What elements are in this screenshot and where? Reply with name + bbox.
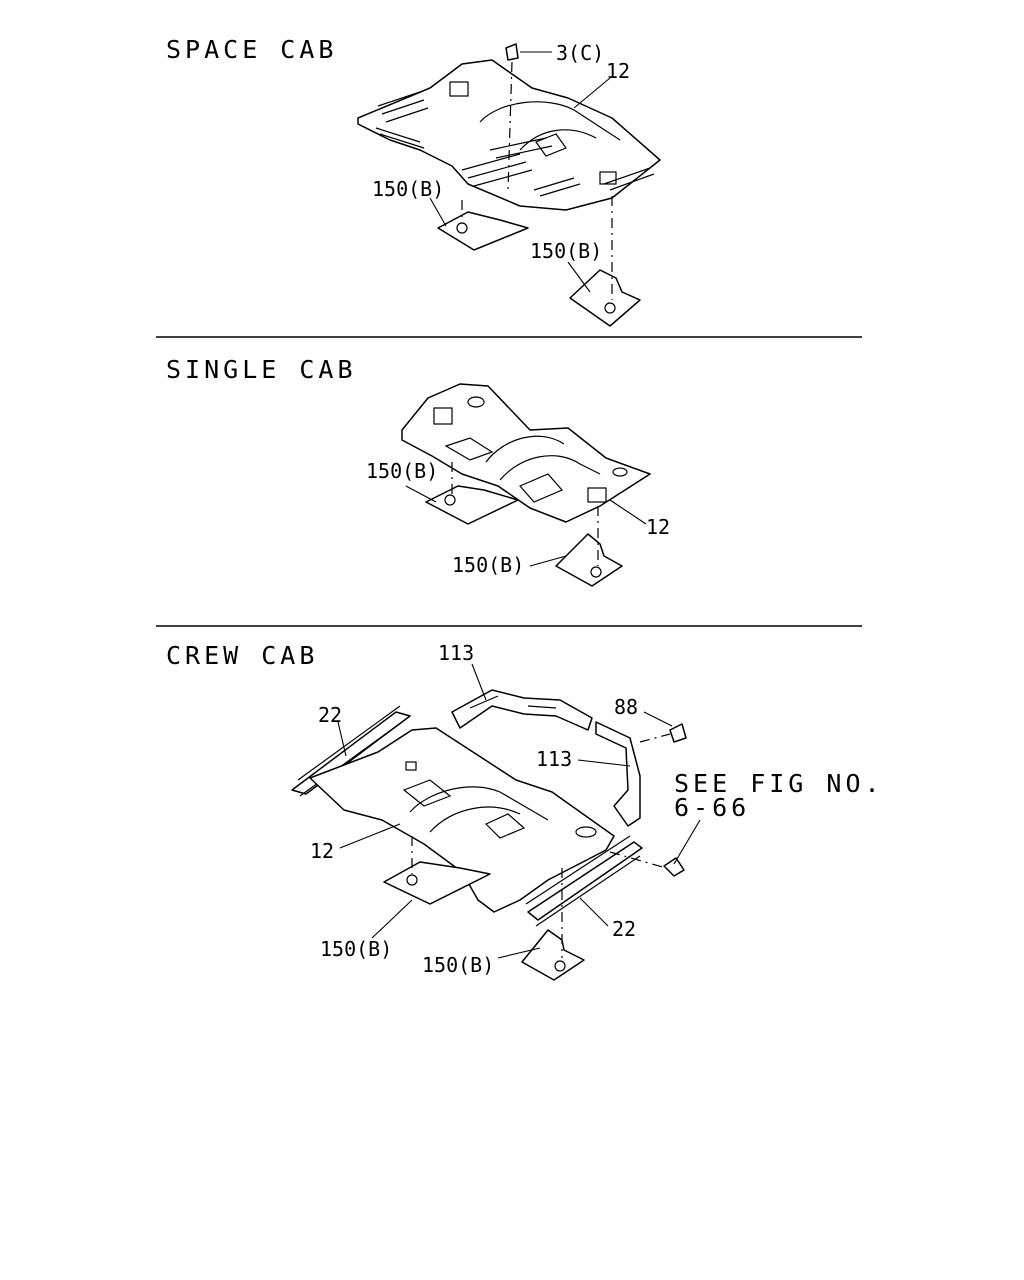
leader-line [405, 485, 437, 503]
callout-sill-left: 22 [318, 703, 342, 727]
section-space-cab: SPACE CAB 3(C) 12 150(B) 150(B) [166, 35, 661, 327]
leader-line [579, 897, 609, 927]
floor-ribs-center [461, 137, 553, 187]
callout-bolt: 88 [614, 695, 638, 719]
floor-hole [587, 487, 607, 503]
floor-tunnel [485, 435, 601, 481]
leader-line [337, 721, 347, 757]
insulator-hole [406, 874, 418, 886]
callout-insulator: 150(B) [422, 953, 494, 977]
leader-line [567, 261, 591, 293]
insulator-pad [437, 211, 529, 251]
floor-bracket-upper [451, 689, 593, 731]
floor-tunnel [479, 101, 621, 151]
callout-insulator: 150(B) [530, 239, 602, 263]
insulator-hole [444, 494, 456, 506]
callout-insulator: 150(B) [372, 177, 444, 201]
leader-line [573, 77, 611, 109]
leader-line [529, 555, 567, 567]
section-title-single-cab: SINGLE CAB [166, 355, 357, 384]
leader-line [609, 499, 647, 525]
floor-hole [612, 467, 628, 477]
leader-line [497, 947, 541, 959]
insulator-hole [456, 222, 468, 234]
callout-bracket-lower: 113 [536, 747, 572, 771]
floor-bracket [484, 813, 526, 839]
callout-floor-panel: 12 [606, 59, 630, 83]
install-line [609, 851, 667, 869]
floor-bracket [402, 779, 452, 807]
floor-tunnel [409, 786, 549, 833]
section-title-crew-cab: CREW CAB [166, 641, 318, 670]
section-title-space-cab: SPACE CAB [166, 35, 337, 64]
callout-floor-panel: 12 [310, 839, 334, 863]
floor-hole [433, 407, 453, 425]
sill-edge [525, 835, 641, 927]
floor-bracket [444, 437, 563, 503]
callout-bracket-upper: 113 [438, 641, 474, 665]
leader-line [429, 197, 447, 227]
leader-line [577, 759, 631, 767]
bolt-icon [669, 723, 687, 743]
callout-insulator: 150(B) [366, 459, 438, 483]
leader-line [339, 823, 401, 849]
callout-floor-panel: 12 [646, 515, 670, 539]
floor-hole [449, 81, 469, 97]
clip-icon [663, 857, 685, 877]
floor-panel [309, 727, 615, 913]
floor-hole [467, 396, 485, 408]
see-fig-reference: SEE FIG NO. [674, 769, 884, 798]
section-crew-cab: CREW CAB [166, 641, 884, 981]
insulator-pad [383, 861, 491, 905]
insulator-hole [590, 566, 602, 578]
bolt-icon [505, 43, 519, 61]
callout-insulator: 150(B) [320, 937, 392, 961]
floor-ribs-right [533, 167, 655, 197]
callout-sill-right: 22 [612, 917, 636, 941]
callout-insulator: 150(B) [452, 553, 524, 577]
insulator-pad [521, 929, 585, 981]
leader-line [371, 899, 413, 939]
insulator-pad [555, 533, 623, 587]
floor-bracket-lower [595, 721, 641, 827]
floor-hole [599, 171, 617, 185]
floor-bracket [535, 133, 567, 157]
sill-plate-right [527, 841, 643, 921]
bracket-edge [469, 695, 557, 709]
insulator-pad [425, 485, 519, 525]
callout-bolt: 3(C) [556, 41, 604, 65]
install-line [639, 733, 671, 743]
leader-line [673, 819, 701, 865]
see-fig-number: 6-66 [674, 793, 750, 822]
floor-ribs-left [375, 91, 429, 149]
leader-line [643, 711, 673, 727]
insulator-hole [604, 302, 616, 314]
section-single-cab: SINGLE CAB 150(B) 12 150(B) [166, 355, 670, 587]
insulator-pad [569, 269, 641, 327]
floor-hole [575, 826, 597, 838]
floor-hole [405, 761, 417, 771]
insulator-hole [554, 960, 566, 972]
leader-line [471, 663, 487, 701]
